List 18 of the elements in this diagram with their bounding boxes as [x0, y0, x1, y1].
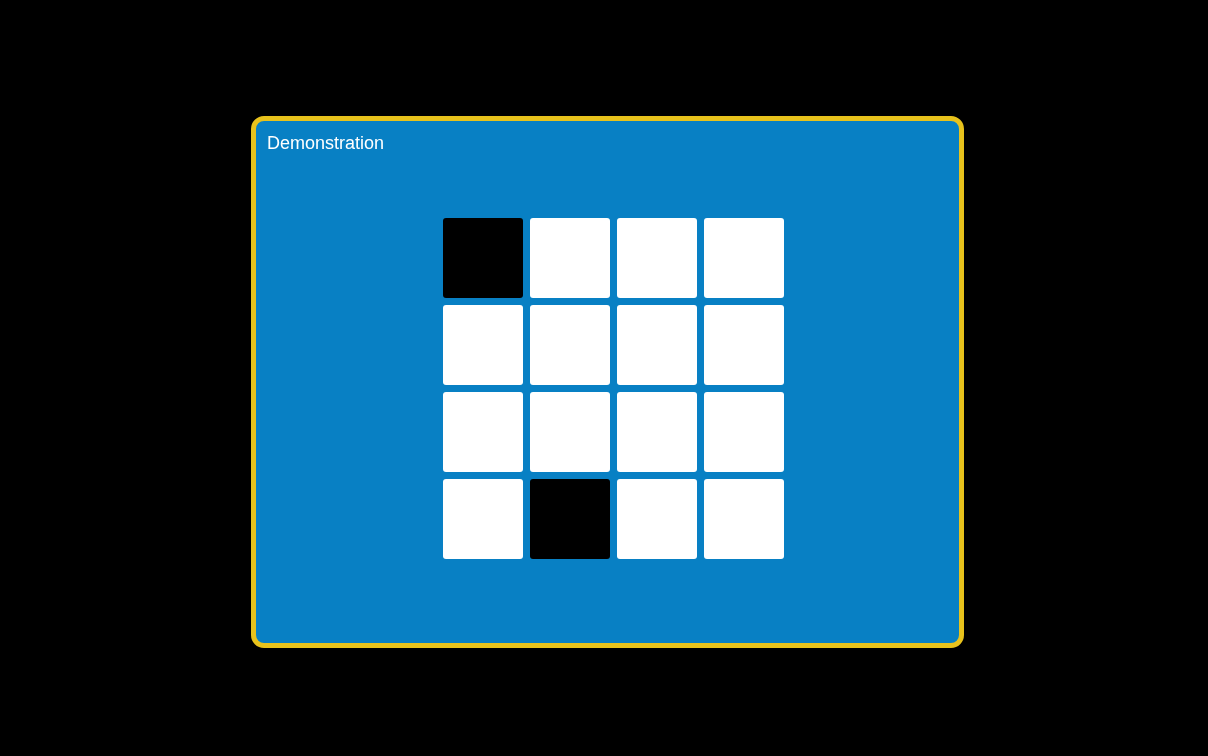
- panel-heading: Demonstration: [267, 133, 385, 154]
- grid-square: [704, 392, 784, 472]
- grid-square: [443, 392, 523, 472]
- grid-square: [617, 479, 697, 559]
- grid-square: [704, 479, 784, 559]
- grid-square: [530, 218, 610, 298]
- grid-square: [443, 218, 523, 298]
- grid-square: [704, 218, 784, 298]
- grid-square: [530, 392, 610, 472]
- grid-square: [704, 305, 784, 385]
- grid-square: [530, 305, 610, 385]
- grid-square: [617, 392, 697, 472]
- grid-square: [443, 479, 523, 559]
- grid-square: [617, 218, 697, 298]
- grid-square: [443, 305, 523, 385]
- grid-square: [617, 305, 697, 385]
- grid-square: [530, 479, 610, 559]
- panel: [251, 116, 964, 648]
